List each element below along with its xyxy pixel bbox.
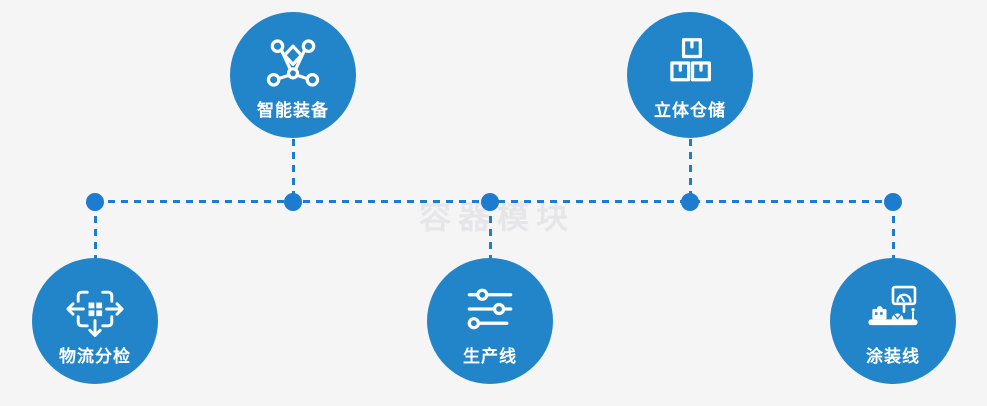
node-intelligent-equipment: 智能装备 <box>230 12 356 138</box>
junction-dot <box>86 193 104 211</box>
node-label: 智能装备 <box>257 100 329 120</box>
connector-vertical-logistics-sorting <box>94 203 97 259</box>
node-label: 立体仓储 <box>654 100 726 120</box>
sliders-icon <box>459 278 521 340</box>
node-stereo-warehouse: 立体仓储 <box>627 12 753 138</box>
machine-station-icon <box>862 278 924 340</box>
connector-vertical-stereo-warehouse <box>689 139 692 201</box>
stacked-boxes-icon <box>659 32 721 94</box>
node-label: 生产线 <box>463 346 517 366</box>
node-logistics-sorting: 物流分检 <box>32 258 158 384</box>
junction-dot <box>884 193 902 211</box>
node-label: 物流分检 <box>59 346 131 366</box>
node-painting-line: 涂装线 <box>830 258 956 384</box>
connector-vertical-painting-line <box>892 203 895 259</box>
sort-distribute-icon <box>64 278 126 340</box>
connector-vertical-production-line <box>489 203 492 259</box>
junction-dot <box>284 193 302 211</box>
network-nodes-icon <box>262 32 324 94</box>
junction-dot <box>481 193 499 211</box>
connector-vertical-intelligent-equipment <box>292 139 295 201</box>
junction-dot <box>681 193 699 211</box>
node-production-line: 生产线 <box>427 258 553 384</box>
node-label: 涂装线 <box>866 346 920 366</box>
